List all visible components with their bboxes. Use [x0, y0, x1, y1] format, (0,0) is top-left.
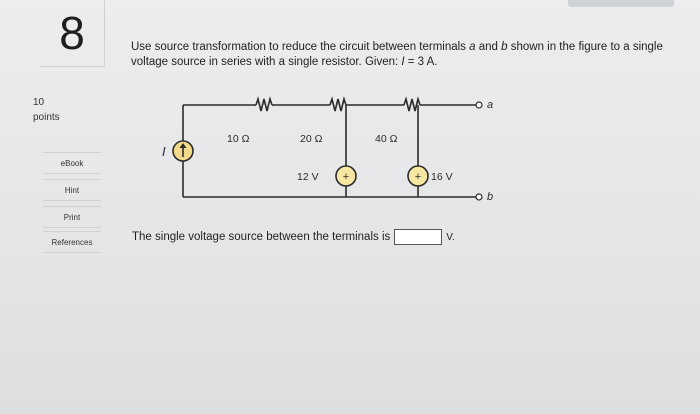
resistor-40-label: 40 Ω — [375, 133, 398, 145]
resistor-20-symbol — [329, 96, 347, 112]
question-terminal-a: a — [469, 41, 476, 53]
voltage-source-16v-plus: + — [415, 171, 421, 183]
resistor-10-label: 10 Ω — [227, 133, 250, 145]
current-source-arrow-head — [179, 143, 187, 148]
resistor-10-symbol — [255, 96, 273, 112]
points-value: 10 — [33, 97, 45, 108]
voltage-source-12v-symbol — [335, 165, 357, 187]
answer-input[interactable] — [394, 229, 443, 245]
given-value: = 3 A. — [404, 56, 438, 68]
answer-prompt: The single voltage source between the te… — [132, 231, 391, 243]
resistor-40-symbol — [403, 96, 421, 112]
circuit-diagram: I + 12 V + 16 V 10 Ω 20 Ω 40 Ω a b — [162, 96, 493, 203]
answer-unit: V. — [446, 231, 455, 243]
voltage-source-16v-label: 16 V — [431, 171, 453, 183]
terminal-b-node — [475, 193, 483, 201]
given-variable: I — [401, 56, 405, 68]
current-source-label: I — [162, 144, 166, 159]
question-text: Use source transformation to reduce the … — [131, 40, 676, 70]
terminal-a-label: a — [487, 99, 493, 111]
question-text-2: and — [475, 41, 502, 53]
voltage-source-16v-symbol — [407, 165, 429, 187]
resistor-20-label: 20 Ω — [300, 133, 323, 145]
hint-button[interactable]: Hint — [43, 179, 101, 201]
terminal-b-label: b — [487, 191, 493, 203]
ebook-button[interactable]: eBook — [43, 152, 101, 174]
points-info: 10 points — [33, 95, 83, 125]
answer-row: The single voltage source between the te… — [132, 229, 455, 245]
question-text-1: Use source transformation to reduce the … — [131, 41, 470, 53]
references-button[interactable]: References — [43, 231, 101, 253]
terminal-a-node — [475, 101, 483, 109]
print-button[interactable]: Print — [43, 206, 101, 228]
question-text-3: shown in the figure to a single voltage … — [131, 41, 663, 68]
top-tab[interactable] — [568, 0, 674, 7]
voltage-source-12v-plus: + — [343, 171, 349, 183]
voltage-source-12v-label: 12 V — [297, 171, 319, 183]
question-number: 8 — [40, 0, 105, 67]
points-label: points — [33, 112, 60, 123]
question-terminal-b: b — [501, 41, 508, 53]
